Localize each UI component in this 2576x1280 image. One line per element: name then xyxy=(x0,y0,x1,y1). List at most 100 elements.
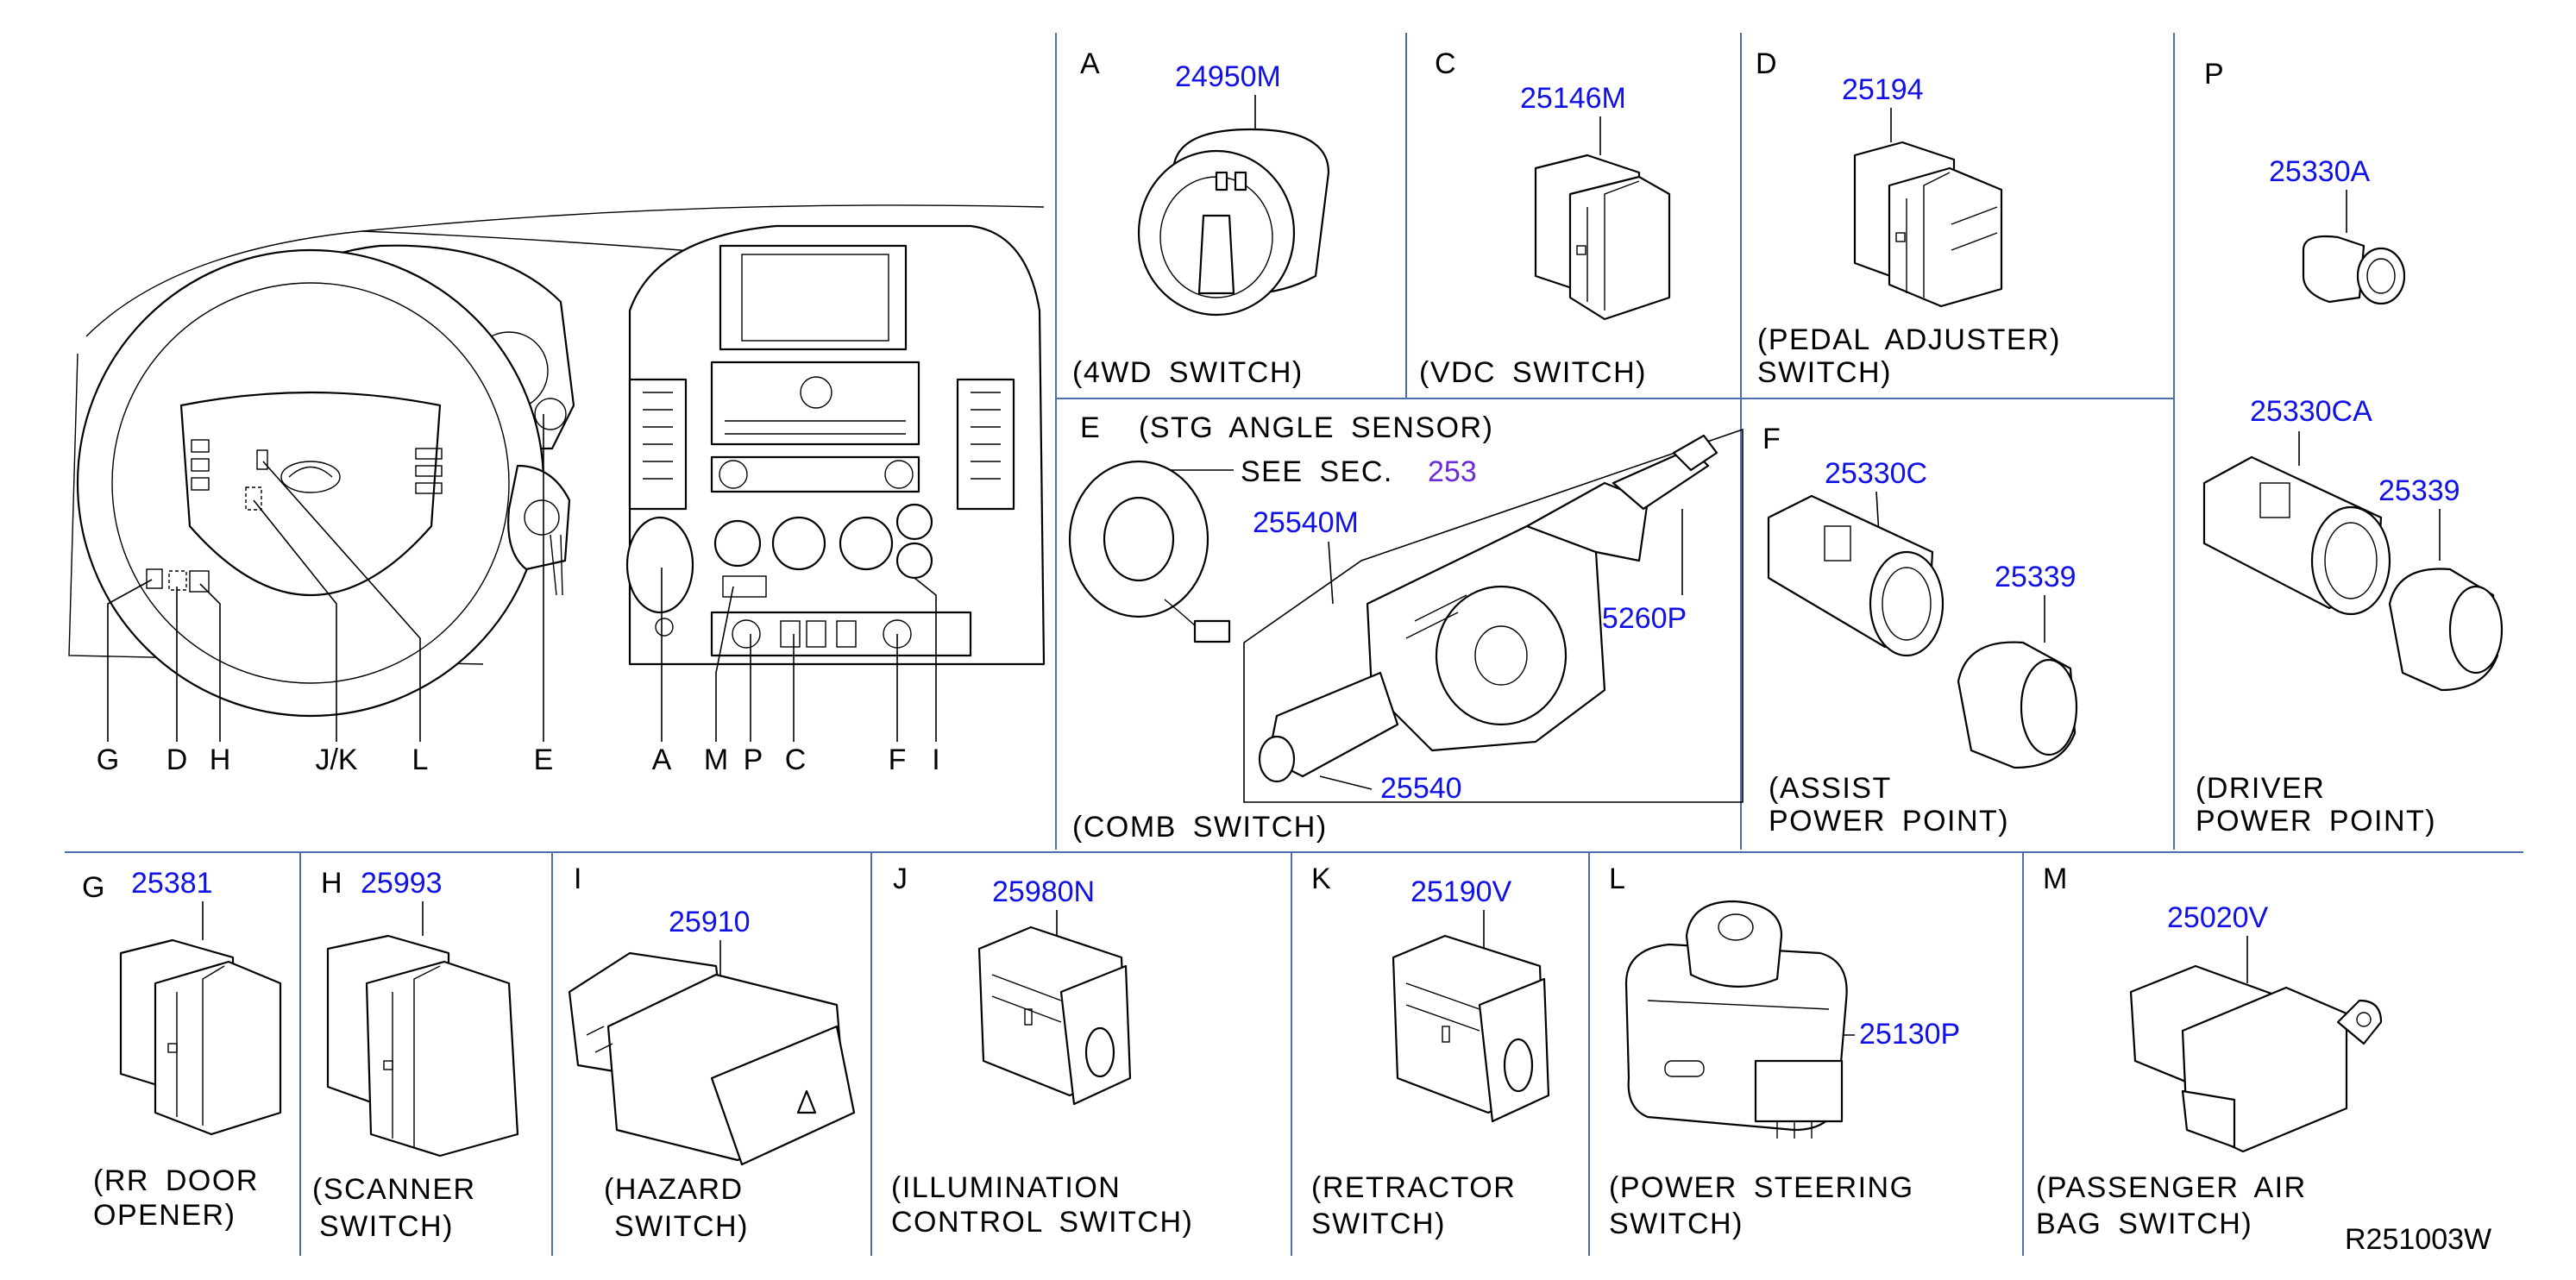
location-label: F xyxy=(889,744,907,776)
panel-letter: K xyxy=(1311,863,1331,895)
caption-line: (ILLUMINATION xyxy=(891,1171,1121,1204)
location-label: I xyxy=(932,744,939,776)
location-label: C xyxy=(785,744,807,776)
panel-p: P 25330A 25330CA 25339 (DRIVER POWER POI… xyxy=(2196,58,2504,838)
caption-line: (4WD SWITCH) xyxy=(1072,356,1304,389)
location-label: G xyxy=(97,744,119,776)
panel-letter: M xyxy=(2043,863,2067,895)
retractor-switch-drawing xyxy=(1392,934,1550,1123)
caption-line: (DRIVER xyxy=(2196,772,2325,805)
part-number[interactable]: 25330CA xyxy=(2250,395,2372,428)
panel-letter: H xyxy=(321,867,342,900)
panel-d: D 25194 (PEDAL ADJUSTER) SWITCH) xyxy=(1756,47,2061,389)
caption-line: OPENER) xyxy=(93,1199,236,1232)
caption-line: (POWER STEERING xyxy=(1609,1171,1914,1204)
see-section-label: SEE SEC. xyxy=(1241,455,1393,488)
caption-line: (RR DOOR xyxy=(93,1164,259,1197)
part-number[interactable]: 25330C xyxy=(1825,457,1927,490)
4wd-switch-drawing xyxy=(1137,128,1330,317)
panel-letter: G xyxy=(82,871,104,904)
power-steering-switch-drawing xyxy=(1624,900,1848,1139)
panel-letter: P xyxy=(2204,58,2224,91)
caption-line: SWITCH) xyxy=(1609,1208,1744,1240)
steering-angle-sensor-drawing xyxy=(1068,460,1231,643)
vdc-switch-drawing xyxy=(1534,154,1671,321)
location-label: A xyxy=(652,744,672,776)
location-label: J/K xyxy=(315,744,357,776)
panel-l: L 25130P (POWER STEERING SWITCH) xyxy=(1609,863,1960,1240)
caption-line: SWITCH) xyxy=(1757,356,1892,389)
part-number[interactable]: 25339 xyxy=(1995,561,2077,593)
diagram-code: R251003W xyxy=(2345,1223,2491,1256)
panel-letter: J xyxy=(893,863,908,895)
location-label: L xyxy=(412,744,429,776)
location-labels: G D H J/K L E A M P C F I xyxy=(97,744,940,776)
dashboard-overview xyxy=(68,204,1046,742)
panel-letter: D xyxy=(1756,47,1777,80)
part-number[interactable]: 25260P xyxy=(1586,602,1687,635)
part-number[interactable]: 25540M xyxy=(1253,506,1359,539)
panel-e: E (STG ANGLE SENSOR) SEE SEC. 253 25540M… xyxy=(1068,411,1744,844)
panel-i: I 25910 (HAZARD SWITCH) xyxy=(568,863,856,1243)
part-number[interactable]: 25194 xyxy=(1842,73,1924,106)
assist-power-point-lid-drawing xyxy=(1957,641,2078,769)
part-number[interactable]: 25020V xyxy=(2167,901,2269,934)
part-number[interactable]: 25381 xyxy=(131,867,213,900)
panel-title: (STG ANGLE SENSOR) xyxy=(1139,411,1493,444)
panel-j: J 25980N (ILLUMINATION CONTROL SWITCH) xyxy=(891,863,1193,1239)
part-number[interactable]: 25993 xyxy=(361,867,443,900)
panel-m: M 25020V (PASSENGER AIR BAG SWITCH) xyxy=(2036,863,2383,1240)
passenger-air-bag-switch-drawing xyxy=(2129,964,2383,1153)
location-label: E xyxy=(534,744,554,776)
rr-door-opener-switch-drawing xyxy=(119,938,282,1136)
panel-letter: I xyxy=(574,863,581,895)
panel-h: H 25993 (SCANNER SWITCH) xyxy=(312,867,519,1243)
illumination-control-switch-drawing xyxy=(977,925,1132,1106)
panel-letter: E xyxy=(1080,411,1100,444)
location-label: M xyxy=(704,744,728,776)
panel-letter: A xyxy=(1080,47,1100,80)
caption-line: (PEDAL ADJUSTER) xyxy=(1757,323,2061,356)
part-number[interactable]: 25339 xyxy=(2378,474,2460,507)
caption-line: SWITCH) xyxy=(1311,1208,1446,1240)
power-point-cap-drawing xyxy=(2302,235,2406,305)
part-number[interactable]: 25330A xyxy=(2269,155,2371,188)
caption-line: (COMB SWITCH) xyxy=(1072,811,1328,844)
part-number[interactable]: 25910 xyxy=(669,906,751,938)
panel-k: K 25190V (RETRACTOR SWITCH) xyxy=(1311,863,1550,1240)
part-number[interactable]: 25540 xyxy=(1380,772,1462,805)
part-number[interactable]: 25190V xyxy=(1411,875,1512,908)
panel-letter: F xyxy=(1762,423,1781,455)
caption-line: (ASSIST xyxy=(1769,772,1892,805)
caption-line: POWER POINT) xyxy=(1769,805,2009,838)
panel-grid xyxy=(65,33,2523,1256)
hazard-switch-drawing xyxy=(568,951,856,1166)
caption-line: (PASSENGER AIR xyxy=(2036,1171,2307,1204)
part-number[interactable]: 24950M xyxy=(1175,60,1281,93)
panel-letter: L xyxy=(1609,863,1625,895)
part-number[interactable]: 25130P xyxy=(1859,1018,1960,1051)
location-label: D xyxy=(166,744,188,776)
part-number[interactable]: 25980N xyxy=(992,875,1095,908)
caption-line: POWER POINT) xyxy=(2196,805,2436,838)
caption-line: (VDC SWITCH) xyxy=(1419,356,1647,389)
caption-line: BAG SWITCH) xyxy=(2036,1208,2252,1240)
power-point-lid-drawing xyxy=(2388,568,2504,692)
caption-line: SWITCH) xyxy=(614,1210,749,1243)
location-label: P xyxy=(744,744,763,776)
caption-line: CONTROL SWITCH) xyxy=(891,1206,1193,1239)
combination-switch-drawing xyxy=(1258,434,1718,783)
panel-g: G 25381 (RR DOOR OPENER) xyxy=(82,867,282,1232)
caption-line: SWITCH) xyxy=(319,1210,454,1243)
caption-line: (RETRACTOR xyxy=(1311,1171,1516,1204)
part-number[interactable]: 25146M xyxy=(1520,82,1626,115)
panel-f: F 25330C 25339 (ASSIST POWER POINT) xyxy=(1762,423,2078,838)
power-point-socket-drawing xyxy=(2202,455,2391,616)
section-reference[interactable]: 253 xyxy=(1428,455,1477,488)
caption-line: (SCANNER xyxy=(312,1173,476,1206)
caption-line: (HAZARD xyxy=(604,1173,744,1206)
assist-power-point-socket-drawing xyxy=(1767,494,1945,657)
panel-a: A 24950M (4WD SWITCH) xyxy=(1072,47,1330,389)
panel-letter: C xyxy=(1435,47,1456,80)
